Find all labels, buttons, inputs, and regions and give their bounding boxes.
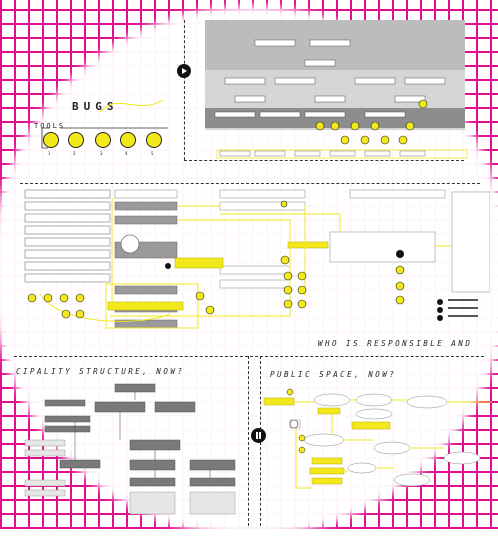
tool-number: 4: [125, 151, 128, 156]
top-bottom-divider: [184, 160, 464, 161]
bug-tool-5-icon: [146, 132, 162, 148]
top-divider: [184, 20, 185, 160]
tool-number: 2: [73, 151, 76, 156]
bug-tool-2-icon: [68, 132, 84, 148]
pause-icon[interactable]: [251, 428, 266, 443]
bottom-top-divider: [14, 356, 484, 357]
bottom-center-divider: [248, 356, 249, 526]
tools-label: TOOLS: [34, 122, 66, 130]
municipality-heading: CIPALITY STRUCTURE, NOW?: [16, 367, 185, 376]
responsibility-diagram: [24, 189, 490, 329]
responsible-heading: WHO IS RESPONSIBLE AND: [318, 339, 473, 348]
public-space-diagram: [263, 388, 492, 489]
bugs-title: BUGS: [72, 100, 119, 113]
tool-number: 1: [48, 151, 51, 156]
public-space-heading: PUBLIC SPACE, NOW?: [270, 370, 397, 379]
bug-tool-4-icon: [120, 132, 136, 148]
tools-bracket: [41, 100, 168, 149]
bug-tool-1-icon: [43, 132, 59, 148]
tool-number: 3: [100, 151, 103, 156]
process-diagram-top: [205, 20, 468, 159]
play-icon[interactable]: [177, 64, 191, 78]
middle-top-divider: [20, 183, 480, 184]
municipality-diagram: [24, 383, 236, 515]
tool-number: 5: [151, 151, 154, 156]
bug-tool-3-icon: [95, 132, 111, 148]
